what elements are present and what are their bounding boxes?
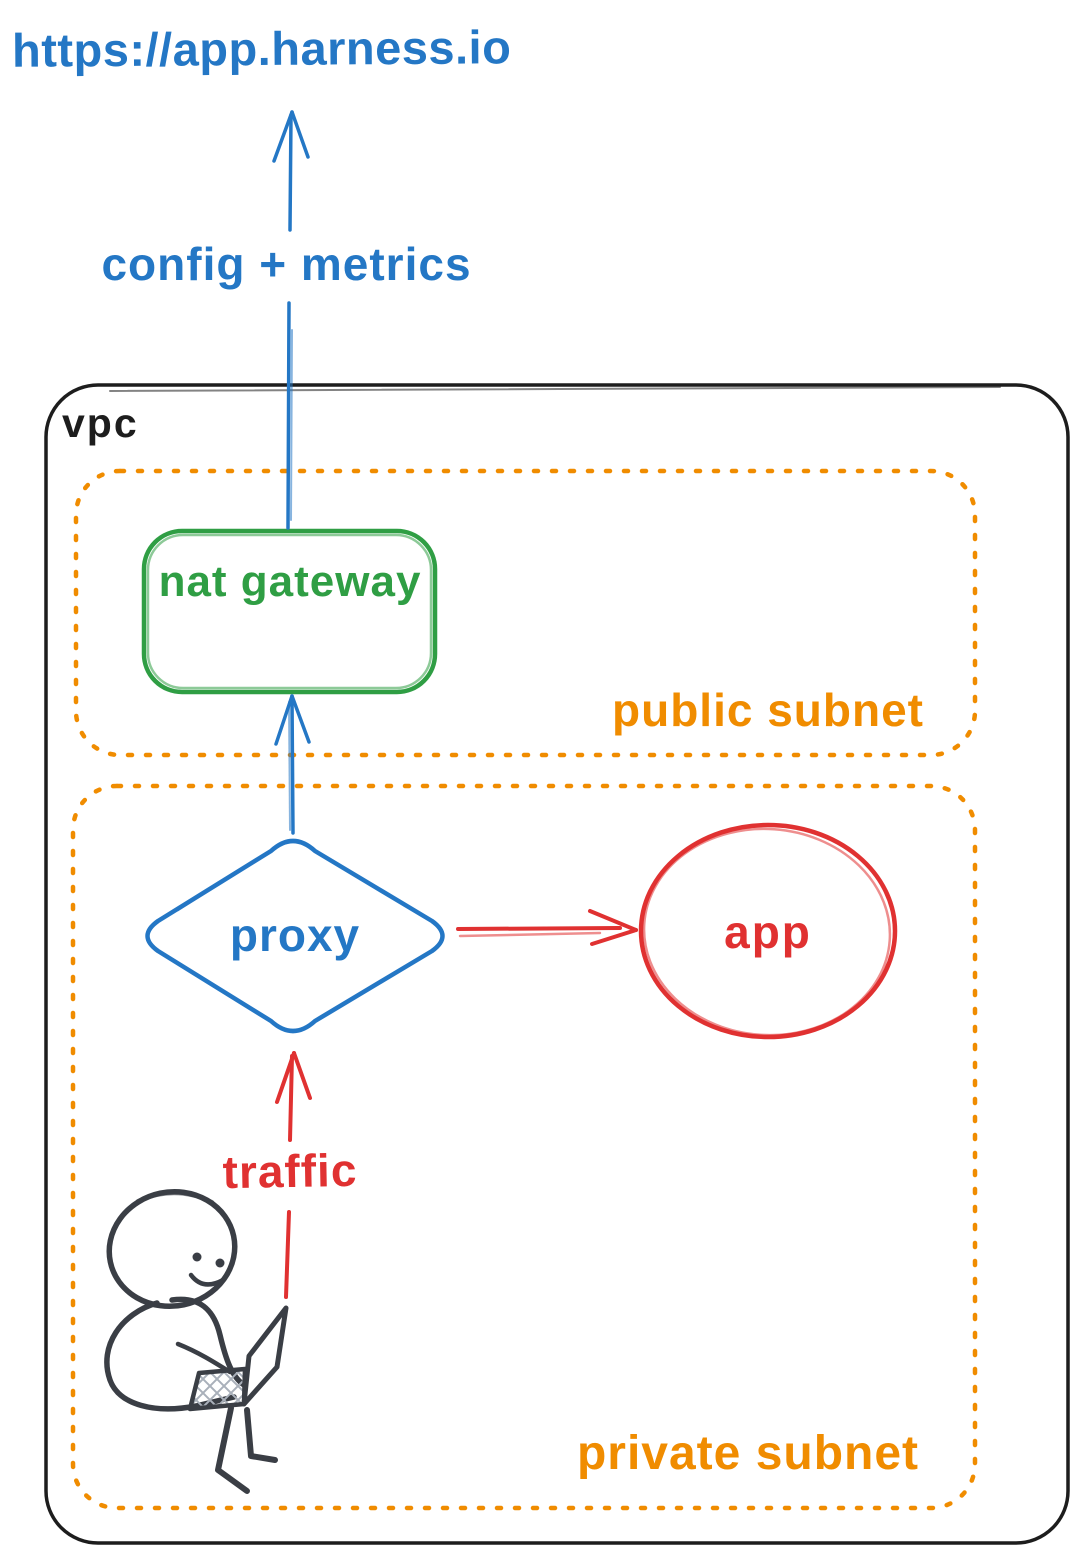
person-head	[106, 1188, 238, 1310]
public-subnet-border	[73, 468, 978, 758]
person-leg-back	[244, 1407, 278, 1463]
proxy-diamond-sketch	[176, 839, 288, 912]
person-body	[104, 1300, 237, 1412]
app-node-label: app	[724, 906, 812, 958]
config-metrics-arrow	[272, 110, 310, 530]
private-subnet-label: private subnet	[576, 1427, 920, 1480]
proxy-diamond	[145, 838, 445, 1034]
nat-gateway-label: nat gateway	[158, 557, 422, 606]
traffic-edge-label: traffic	[222, 1143, 358, 1199]
person-eye-left	[192, 1252, 202, 1262]
person-eye-right	[215, 1258, 225, 1268]
proxy-to-nat-gateway-arrow	[274, 694, 311, 835]
vpc-label: vpc	[62, 400, 139, 446]
app-circle-sketch	[642, 827, 892, 1037]
proxy-to-app-arrow	[456, 909, 638, 946]
traffic-arrow	[275, 1051, 312, 1299]
laptop-keyboard	[187, 1366, 248, 1412]
person-smile	[188, 1272, 226, 1287]
person-leg-front	[215, 1405, 250, 1494]
vpc-container-border	[44, 383, 1070, 1545]
laptop-screen	[241, 1305, 289, 1407]
nat-gateway-box	[141, 528, 438, 695]
config-metrics-edge-label: config + metrics	[101, 238, 472, 290]
person-hair-stroke	[136, 1191, 214, 1204]
proxy-node-label: proxy	[229, 909, 361, 961]
external-url-label: https://app.harness.io	[11, 20, 512, 77]
vpc-border-sketch-line	[109, 386, 1001, 392]
nat-gateway-box-sketch	[146, 533, 433, 690]
person-with-laptop-icon	[104, 1188, 289, 1494]
app-circle	[638, 822, 898, 1040]
public-subnet-label: public subnet	[612, 684, 924, 736]
